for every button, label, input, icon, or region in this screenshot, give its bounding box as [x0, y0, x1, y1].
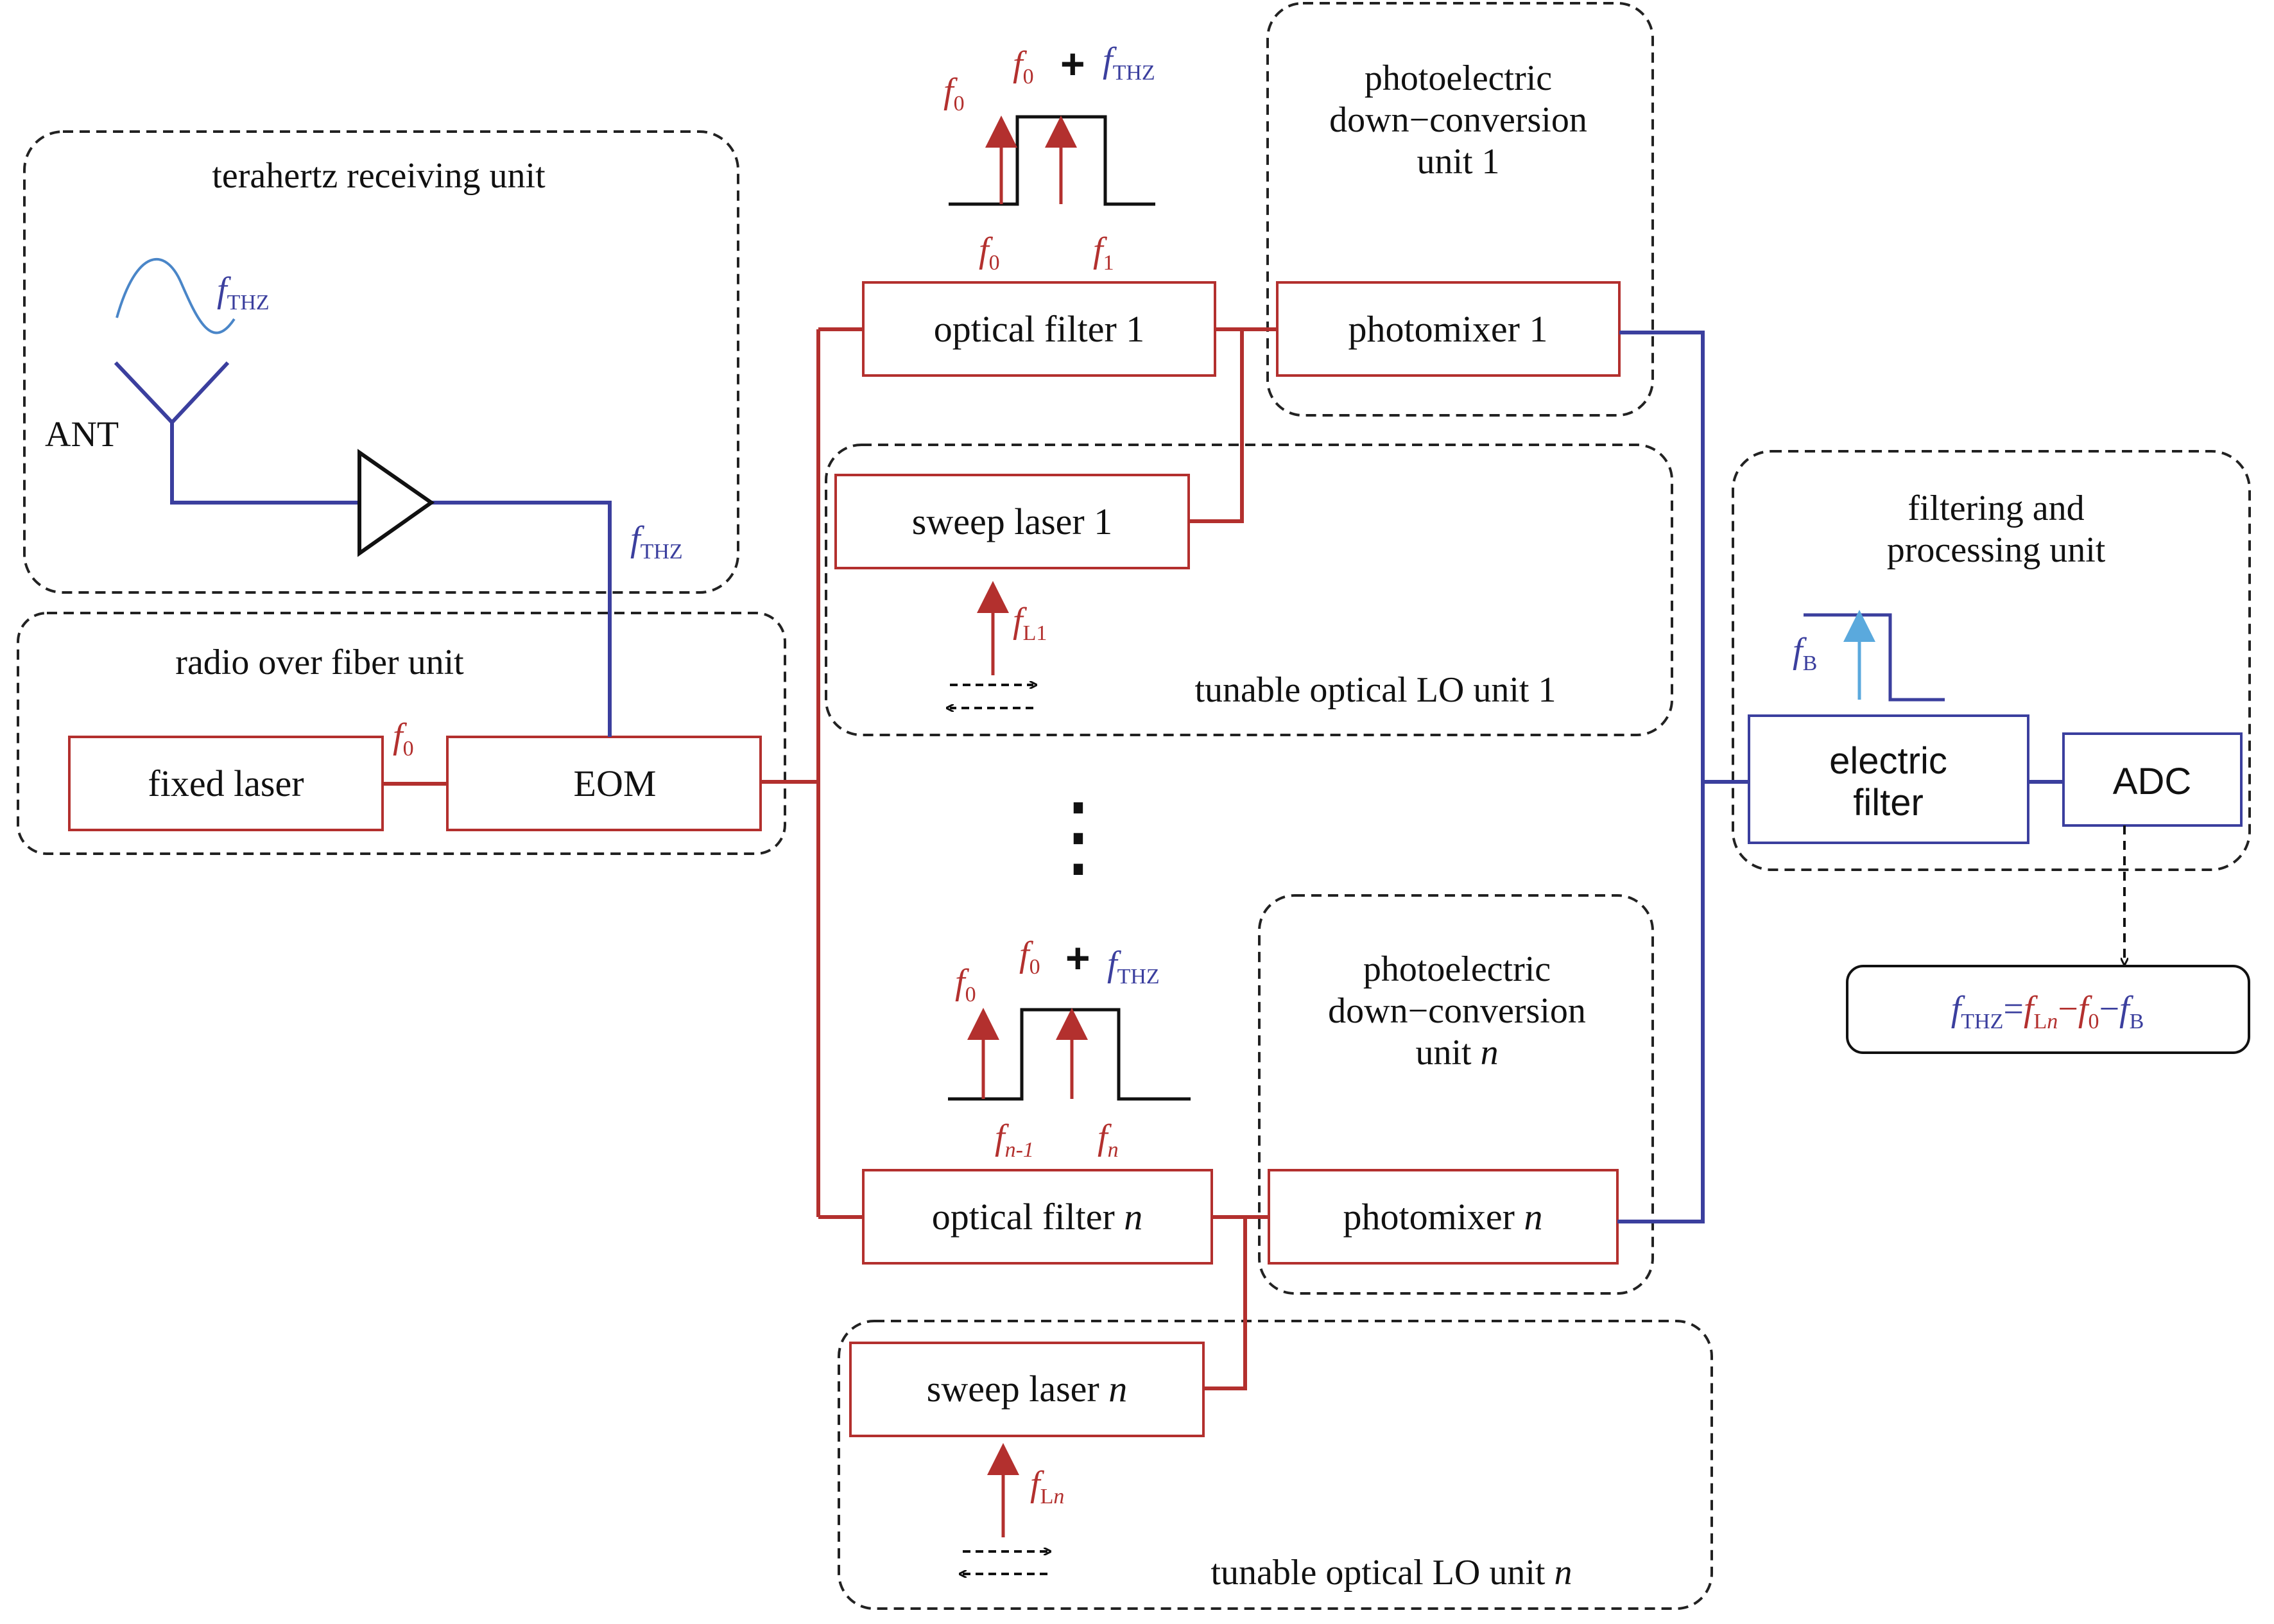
- spectrum-1-f0-label: f0: [943, 71, 965, 116]
- optical-filter-n-block: [862, 1169, 1213, 1265]
- thz-wave-icon: [116, 257, 236, 334]
- pdc-unit-n-title-line3: unit n: [1415, 1033, 1498, 1073]
- fb-label: fB: [1793, 631, 1817, 675]
- optical-filter-1-label: optical filter 1: [934, 308, 1145, 350]
- antenna-icon: [114, 361, 230, 426]
- sweep-laser-1-to-mixer-line: [1189, 329, 1244, 523]
- terahertz-receiving-unit-frame: [23, 130, 739, 594]
- electric-filter-label-line2: filter: [1853, 782, 1924, 824]
- vertical-ellipsis: ⋮: [1033, 787, 1123, 886]
- optical-filter-n-label: optical filter n: [932, 1196, 1143, 1238]
- electric-filter-label-line1: electric: [1829, 740, 1947, 782]
- sweep-laser-n-label: sweep laser n: [927, 1368, 1127, 1410]
- antenna-to-amplifier-line: [170, 422, 359, 505]
- amplifier-to-eom-line: [431, 501, 612, 737]
- photomixer-n-to-bus-line: [1617, 782, 1705, 1223]
- fthz-wave-label: fTHZ: [217, 270, 270, 315]
- spectrum-1-f0-plus-label: f0: [1013, 44, 1034, 89]
- tunable-lo-unit-n-frame: [838, 1320, 1713, 1610]
- filtering-processing-unit-frame: [1732, 450, 2251, 871]
- radio-over-fiber-unit-frame: [17, 612, 786, 855]
- spectrum-1-plus-sign: +: [1060, 40, 1085, 87]
- photomixer-1-label: photomixer 1: [1348, 308, 1548, 350]
- fixed-laser-label: fixed laser: [148, 763, 304, 804]
- spectrum-1-fthz-label: fTHZ: [1103, 40, 1155, 85]
- ant-label: ANT: [45, 415, 119, 454]
- radio-over-fiber-unit-title: radio over fiber unit: [175, 643, 464, 682]
- spectrum-1-passband: [949, 115, 1155, 206]
- adc-block: [2062, 732, 2243, 827]
- photomixer-n-label: photomixer n: [1343, 1196, 1543, 1238]
- spectrum-n-f0-label: f0: [955, 962, 976, 1006]
- terahertz-receiving-unit-title: terahertz receiving unit: [212, 156, 546, 196]
- pdc-unit-n-title-line2: down−conversion: [1328, 991, 1586, 1031]
- electric-filter-block: [1748, 714, 2029, 844]
- tunable-lo-unit-1-frame: [825, 444, 1673, 736]
- lo-1-fl1-label: fL1: [1013, 601, 1047, 645]
- spectrum-n-band-fn-label: fn: [1098, 1118, 1119, 1162]
- spectrum-n-band-fn1-label: fn-1: [995, 1118, 1034, 1162]
- result-formula-box: [1846, 965, 2250, 1054]
- sweep-laser-1-block: [834, 474, 1190, 569]
- spectrum-n-f0-plus-label: f0: [1019, 935, 1040, 979]
- result-formula: fTHZ=fLn−f0−fB: [1951, 989, 2144, 1033]
- pdc-unit-1-title-line2: down−conversion: [1329, 100, 1587, 140]
- pdc-unit-n-title-line1: photoelectric: [1363, 949, 1551, 989]
- pdc-unit-1-title-line1: photoelectric: [1365, 58, 1552, 98]
- photoelectric-unit-n-frame: [1258, 894, 1654, 1295]
- pdc-unit-1-title-line3: unit 1: [1417, 142, 1499, 182]
- photomixer-n-block: [1268, 1169, 1619, 1265]
- spectrum-n-fthz-label: fTHZ: [1107, 944, 1160, 989]
- f0-fixed-laser-label: f0: [393, 716, 414, 761]
- sweep-laser-n-to-mixer-line: [1203, 1217, 1247, 1390]
- photomixer-1-to-bus-line: [1619, 331, 1749, 784]
- filtering-unit-title-line1: filtering and: [1908, 488, 2084, 528]
- amplifier-icon: [357, 449, 435, 557]
- spectrum-1-band-f1-label: f1: [1093, 230, 1114, 275]
- eom-label: EOM: [574, 763, 657, 804]
- adc-label: ADC: [2113, 761, 2191, 802]
- photoelectric-unit-1-frame: [1266, 2, 1654, 417]
- photomixer-1-block: [1276, 281, 1621, 377]
- spectrum-n-plus-sign: +: [1065, 934, 1090, 981]
- optical-filter-1-block: [862, 281, 1216, 377]
- sweep-laser-n-block: [849, 1342, 1205, 1437]
- filtering-unit-title-line2: processing unit: [1887, 530, 2106, 570]
- tunable-lo-unit-1-title: tunable optical LO unit 1: [1195, 670, 1556, 710]
- fb-passband: [1804, 613, 1945, 702]
- fthz-amp-output-label: fTHZ: [630, 519, 683, 564]
- sweep-laser-1-label: sweep laser 1: [912, 501, 1112, 542]
- tunable-lo-unit-n-title: tunable optical LO unit n: [1211, 1553, 1572, 1593]
- spectrum-1-band-f0-label: f0: [979, 230, 1000, 275]
- lo-n-fln-label: fLn: [1030, 1464, 1064, 1508]
